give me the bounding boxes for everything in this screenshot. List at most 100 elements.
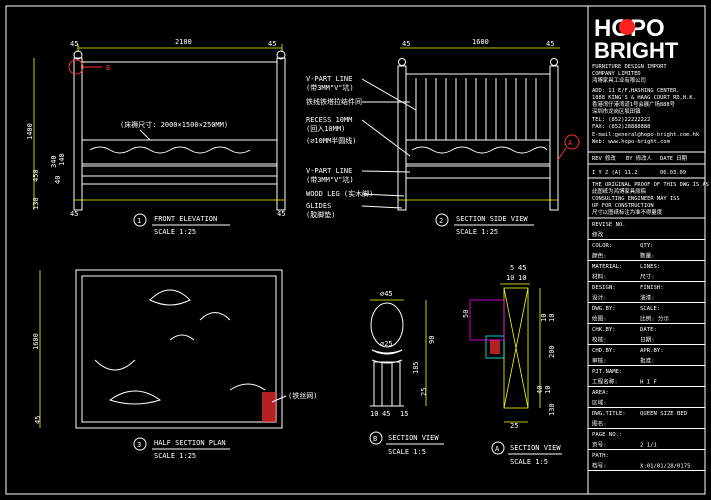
tb-row-value: 比例: 分示 — [640, 315, 670, 323]
label-vpart-2-cn: (带3MM"V"坑) — [306, 175, 354, 184]
callout-a-marker[interactable] — [564, 134, 580, 150]
tb-row-value: QUEEN SIZE BED — [640, 411, 688, 417]
front-view-scale: SCALE 1:25 — [154, 228, 196, 236]
tb-row-value: 批准: — [640, 357, 655, 365]
label-half-round: (∅10MM半圆线) — [306, 136, 357, 145]
sectionb-dim-dia45: ∅45 — [380, 290, 393, 298]
label-vpart-1: V-PART LINE — [306, 75, 352, 83]
side-view-scale: SCALE 1:25 — [456, 228, 498, 236]
rev-row-date: 06.03.09 — [660, 170, 686, 176]
tb-row-value: 油漆: — [640, 294, 655, 302]
sectiona-dim-10c: 10 — [540, 314, 548, 322]
label-wood-leg: WOOD LEG (实木脚) — [306, 189, 373, 198]
front-mattress-note: (床褥尺寸: 2000×1500×250MM) — [120, 120, 228, 129]
note-3: CONSULTING ENGINEER MAY ISS — [592, 196, 680, 202]
tb-row-value: SCALE: — [640, 306, 660, 312]
email: E-mail:general@hopo-bright.com.hk — [592, 132, 700, 138]
callout-b-label: B — [106, 64, 110, 72]
front-dim-post-left: 45 — [70, 40, 78, 48]
note-1: THE ORIGINAL PROOF OF THIS DWG IS AS — [592, 182, 709, 188]
sectiona-dim-10d: 10 — [548, 314, 556, 322]
tb-row-label: 区域: — [592, 399, 607, 407]
sectiona-dim-10a: 10 — [506, 274, 514, 282]
rev-row-rev: I Y Z (A) 11.2 — [592, 170, 637, 176]
label-recess: RECESS 10MM — [306, 116, 352, 124]
side-annotation-labels: V-PART LINE (带3MM"V"坑) 铁线铁塔拉结件间 RECESS 1… — [306, 75, 373, 219]
sectiona-dim-10e: 10 — [544, 386, 552, 394]
tb-row-label: 档号: — [592, 462, 607, 470]
tb-row-label: 图名: — [592, 420, 607, 428]
fax: FAX: (852)28888888 — [592, 124, 650, 130]
sectionb-dim-10: 10 — [370, 410, 378, 418]
section-view-a: 5 45 10 10 50 10 10 200 40 10 130 25 A S… — [462, 264, 562, 466]
note-5: 尺寸以图纸标注为准不得量度 — [592, 208, 663, 216]
plan-view-number: 3 — [137, 441, 141, 449]
tb-row-value: DATE: — [640, 327, 657, 333]
tb-row-value: X:01/01/28/0175 — [640, 464, 691, 470]
front-dim-40: 40 — [54, 176, 62, 184]
sectiona-view-scale: SCALE 1:5 — [510, 458, 548, 466]
tb-row-value: 尺寸: — [640, 273, 655, 281]
tb-row-label: 校核: — [592, 336, 607, 344]
sectiona-dim-130: 130 — [548, 403, 556, 416]
side-dim-right: 45 — [546, 40, 554, 48]
sectiona-dim-10b: 10 — [518, 274, 526, 282]
side-dim-width: 1600 — [472, 38, 489, 46]
title-block-rows: REVISE NO.修改COLOR:QTY:颜色:数量:MATERIAL:LIN… — [588, 222, 705, 471]
front-dim-width: 2100 — [175, 38, 192, 46]
rev-header-by: BY 修改人 — [626, 154, 653, 162]
tb-row-value: 日期: — [640, 337, 655, 344]
tb-row-value: H I F — [640, 380, 657, 386]
address-3: 香港湾仔港湾道1号会展广场888号 — [592, 100, 676, 108]
label-vpart-1-cn: (带3MM"V"坑) — [306, 83, 354, 92]
tb-row-label: 页号: — [592, 442, 607, 449]
sectiona-view-number: A — [495, 445, 500, 453]
tb-row-label: 设计: — [592, 294, 607, 302]
sectiona-dim-50: 50 — [462, 310, 470, 318]
title-block: HOPO BRIGHT FURNITURE DESIGN IMPORT COMP… — [588, 15, 709, 471]
side-view-number: 2 — [439, 217, 443, 225]
tb-row-value: QTY: — [640, 243, 653, 249]
tb-row-label: REVISE NO. — [592, 222, 626, 228]
company-line-3: 鸿博家具工业有限公司 — [592, 76, 646, 84]
sectionb-view-scale: SCALE 1:5 — [388, 448, 426, 456]
note-2: 此图纸为鸿博家具原稿 — [592, 187, 647, 195]
tb-row-label: PATH: — [592, 453, 609, 459]
tb-row-value: APR.BY: — [640, 348, 664, 354]
sectiona-dim-45: 45 — [518, 264, 526, 272]
callout-b-marker[interactable] — [68, 59, 84, 75]
side-section-view: 1600 45 45 A V-PART LINE (带3MM"V"坑) 铁线铁塔… — [306, 38, 580, 236]
tb-row-label: PJT.NAME: — [592, 369, 622, 375]
tb-row-value: FINISH: — [640, 285, 664, 291]
front-view-number: 1 — [137, 217, 141, 225]
sectiona-view-title: SECTION VIEW — [510, 444, 561, 452]
front-dim-450: 450 — [32, 169, 40, 182]
drawing-border — [5, 5, 706, 495]
sectiona-dim-200: 200 — [548, 345, 556, 358]
sectionb-dim-25: 25 — [420, 388, 428, 396]
sectionb-dim-45: 45 — [382, 410, 390, 418]
label-recess-cn: (回入10MM) — [306, 125, 345, 133]
tb-row-label: DESIGN: — [592, 285, 616, 291]
plan-view-scale: SCALE 1:25 — [154, 452, 196, 460]
front-elevation-view: 2100 45 45 B (床褥尺寸: 2000×1500×250MM) 1 40… — [26, 38, 286, 236]
sectionb-dim-dia25: ∅25 — [380, 340, 393, 348]
plan-view-title: HALF SECTION PLAN — [154, 439, 226, 447]
front-dim-post-right: 45 — [268, 40, 276, 48]
tb-row-label: DWG.BY: — [592, 306, 616, 312]
sectionb-view-title: SECTION VIEW — [388, 434, 439, 442]
rev-header-rev: REV 修改 — [592, 154, 616, 162]
note-4: UP FOR CONSTRUCTION — [592, 203, 654, 209]
sectionb-view-number: B — [373, 435, 377, 443]
company-logo: HOPO BRIGHT — [594, 15, 679, 63]
sectionb-dim-185: 185 — [412, 361, 420, 374]
tb-row-label: 绘图: — [592, 315, 607, 323]
company-line-2: COMPANY LIMITED — [592, 71, 641, 77]
tb-row-label: 颜色: — [592, 252, 607, 260]
logo-red-dot-icon — [619, 19, 635, 35]
tb-row-label: AREA: — [592, 390, 609, 396]
sectionb-dim-15: 15 — [400, 410, 408, 418]
side-dim-left: 45 — [402, 40, 410, 48]
tb-row-label: DWG.TITLE: — [592, 411, 626, 417]
